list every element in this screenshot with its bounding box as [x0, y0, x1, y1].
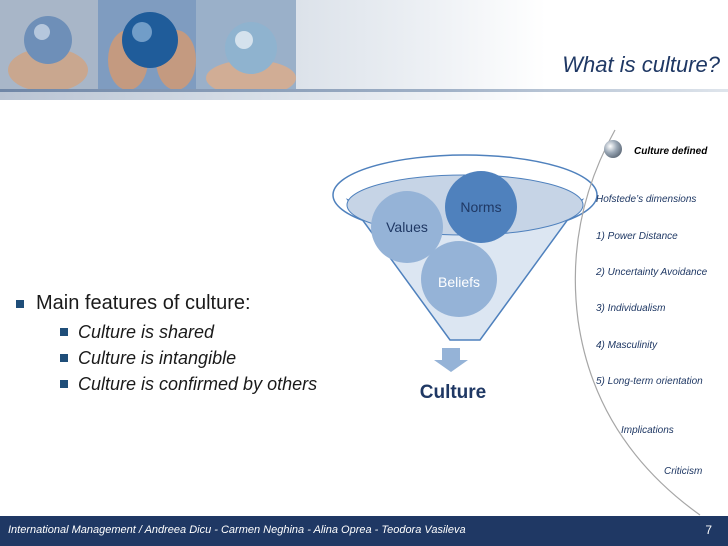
globe-icon — [604, 140, 622, 158]
feature-item-text: Culture is confirmed by others — [78, 374, 318, 394]
bullet-square-icon — [60, 328, 68, 336]
down-arrow — [434, 348, 468, 372]
features-list: Main features of culture: Culture is sha… — [16, 292, 317, 395]
feature-item: Culture is intangible — [60, 347, 317, 369]
nav-item-uncertainty-avoidance[interactable]: 2) Uncertainty Avoidance — [596, 267, 708, 278]
page-title: What is culture? — [562, 52, 720, 77]
features-heading-text: Main features of culture: — [36, 292, 251, 314]
nav-item-hofstede-dimensions[interactable]: Hofstede’s dimensions — [596, 194, 697, 205]
circle-values — [371, 191, 443, 263]
header-photo-1 — [0, 0, 98, 92]
nav-item-individualism[interactable]: 3) Individualism — [596, 303, 666, 314]
circle-norms — [445, 171, 517, 243]
feature-item-text: Culture is shared — [78, 322, 215, 342]
nav-item-masculinity[interactable]: 4) Masculinity — [596, 340, 658, 351]
bullet-square-icon — [60, 354, 68, 362]
bullet-square-icon — [16, 299, 24, 308]
nav-item-long-term-orientation[interactable]: 5) Long-term orientation — [596, 376, 703, 387]
nav-item-criticism[interactable]: Criticism — [664, 466, 703, 477]
header-photo-3 — [196, 0, 296, 92]
nav-item-culture-defined[interactable]: Culture defined — [634, 146, 708, 157]
circle-beliefs — [421, 241, 497, 317]
feature-item: Culture is shared — [60, 321, 317, 343]
nav-item-power-distance[interactable]: 1) Power Distance — [596, 231, 678, 242]
features-heading: Main features of culture: — [16, 292, 317, 315]
footer-bar: International Management / Andreea Dicu … — [0, 516, 728, 546]
page-number: 7 — [705, 523, 712, 537]
header-photo-2 — [98, 0, 196, 92]
header-line — [0, 89, 728, 92]
circle-label-beliefs: Beliefs — [438, 274, 480, 290]
feature-item: Culture is confirmed by others — [60, 373, 317, 395]
diagram-result: Culture — [420, 382, 487, 403]
circle-label-norms: Norms — [460, 199, 501, 215]
nav-arc — [574, 129, 701, 516]
footer-authors: International Management / Andreea Dicu … — [8, 524, 466, 536]
bullet-square-icon — [60, 380, 68, 388]
culture-funnel-diagram: Values Norms Beliefs Culture — [332, 154, 598, 403]
circle-label-values: Values — [386, 219, 428, 235]
feature-item-text: Culture is intangible — [78, 348, 237, 368]
nav-item-implications[interactable]: Implications — [621, 425, 674, 436]
